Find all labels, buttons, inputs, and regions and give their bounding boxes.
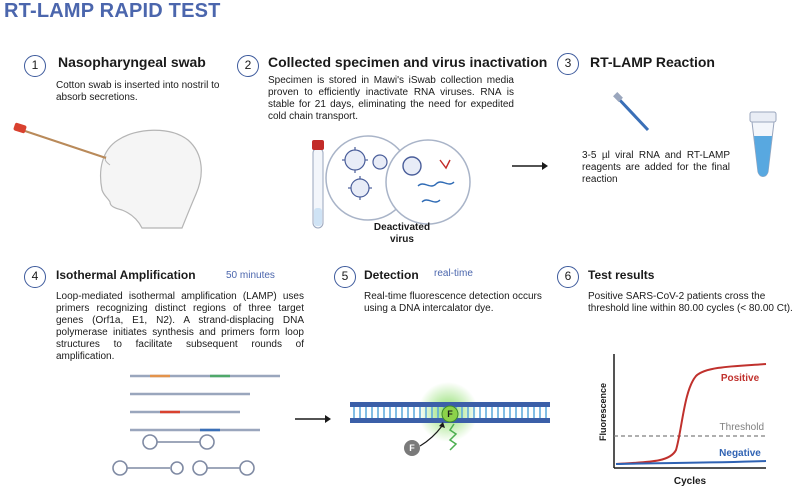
step-4-title: Isothermal Amplification [56,268,196,282]
step-5-title: Detection [364,268,419,282]
step-3-text: 3-5 µl viral RNA and RT-LAMP reagents ar… [582,150,730,185]
step-1-text: Cotton swab is inserted into nostril to … [56,80,220,103]
step-2-number: 2 [237,55,259,77]
rna-fragments [402,156,455,203]
series-positive-label: Positive [721,373,760,384]
reaction-tube-icon [749,111,777,177]
page-title: RT-LAMP RAPID TEST [4,0,221,22]
step-1-title: Nasopharyngeal swab [58,54,206,70]
specimen-label-text: Deactivated virus [373,222,431,245]
virus-circle-right [385,139,471,225]
step-5-number: 5 [334,266,356,288]
pipette-icon [613,92,650,132]
step-6-text: Positive SARS-CoV-2 patients cross the t… [588,291,793,314]
specimen-illustration [312,135,471,229]
step-3-title: RT-LAMP Reaction [590,54,715,70]
step-4-text: Loop-mediated isothermal amplification (… [56,291,304,362]
series-negative-label: Negative [719,448,761,459]
arrow-to-step-3 [512,162,548,170]
bound-dye-icon [441,405,459,423]
chart-y-label: Fluorescence [598,383,608,441]
swab-tip [13,122,27,134]
step-6-number: 6 [557,266,579,288]
free-dye-icon [404,440,420,456]
virus-icon [342,147,388,200]
bound-dye-label: F [447,409,453,419]
threshold-label: Threshold [720,422,764,433]
step-1-number: 1 [24,55,46,77]
dna-detection-illustration: F F [350,382,550,456]
series-negative-line [615,460,767,465]
swab-stick [21,129,107,159]
step-4-number: 4 [24,266,46,288]
arrow-to-step-5 [295,415,331,423]
step-5-text: Real-time fluorescence detection occurs … [364,291,542,314]
step-3-number: 3 [557,53,579,75]
free-dye-label: F [409,443,415,453]
step-6-title: Test results [588,268,655,282]
step-4-tag: 50 minutes [226,270,275,281]
swab-illustration [13,122,202,229]
lamp-amplification-diagram [112,374,280,476]
results-chart: Threshold Positive Negative Fluorescence… [598,354,767,487]
head-profile [99,129,202,229]
series-positive-line [615,363,767,465]
chart-x-label: Cycles [674,476,707,487]
step-2-title: Collected specimen and virus inactivatio… [268,54,548,70]
step-2-text: Specimen is stored in Mawi's iSwab colle… [268,75,514,122]
step-5-tag: real-time [434,268,473,279]
